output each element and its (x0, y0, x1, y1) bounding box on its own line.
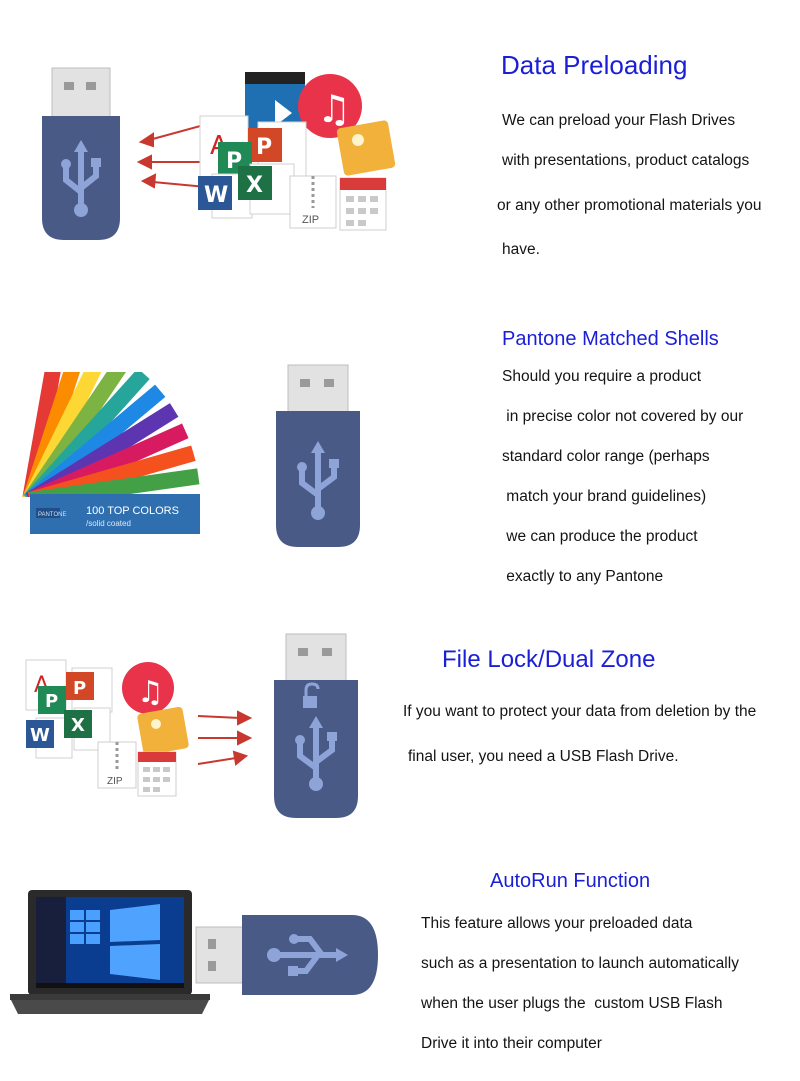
zip-file-icon: ZIP (97, 741, 137, 789)
body-text-line: we can produce the product (502, 528, 698, 545)
svg-text:ZIP: ZIP (302, 214, 319, 226)
body-text-line: We can preload your Flash Drives (502, 112, 736, 129)
body-text-line: match your brand guidelines) (502, 488, 707, 505)
svg-text:P: P (73, 678, 86, 699)
svg-text:W: W (30, 725, 50, 746)
body-text-line: standard color range (perhaps (502, 448, 710, 465)
powerpoint-icon-2: P (38, 686, 66, 714)
section-heading: Data Preloading (501, 50, 688, 80)
svg-text:♫: ♫ (137, 675, 164, 710)
photo-icon (336, 120, 396, 176)
svg-text:PANTONE: PANTONE (38, 512, 66, 518)
body-text-line: have. (502, 241, 540, 258)
lock-icon (303, 682, 320, 708)
body-text-line: Should you require a product (502, 368, 702, 385)
arrows-icon (136, 121, 218, 189)
calendar-icon (339, 177, 387, 231)
pantone-swatch-fan-icon: PANTONE 100 TOP COLORS /solid coated (22, 372, 200, 534)
section-heading: File Lock/Dual Zone (442, 646, 656, 673)
body-text-line: final user, you need a USB Flash Drive. (408, 748, 679, 765)
calendar-icon (137, 751, 177, 797)
svg-text:X: X (246, 173, 263, 198)
music-icon: ♫ (298, 74, 362, 138)
excel-icon: X (238, 163, 295, 215)
body-text-line: Drive it into their computer (421, 1035, 602, 1052)
usb-drive-icon (195, 915, 378, 995)
svg-text:ZIP: ZIP (107, 776, 123, 787)
body-text-line: such as a presentation to launch automat… (421, 955, 739, 972)
svg-text:W: W (204, 183, 228, 208)
svg-text:P: P (256, 135, 272, 160)
arrows-icon (197, 710, 253, 766)
body-text-line: in precise color not covered by our (502, 408, 744, 425)
svg-text:X: X (71, 715, 85, 736)
svg-text:P: P (45, 691, 58, 712)
body-text-line: or any other promotional materials you (497, 197, 762, 214)
body-text-line: with presentations, product catalogs (502, 152, 750, 169)
powerpoint-icon: P (66, 667, 113, 713)
body-text-line: If you want to protect your data from de… (403, 703, 757, 720)
svg-text:/solid coated: /solid coated (86, 519, 131, 528)
zip-file-icon: ZIP (289, 175, 337, 229)
usb-drive-icon (42, 67, 120, 240)
body-text-line: when the user plugs the custom USB Flash (421, 995, 723, 1012)
body-text-line: exactly to any Pantone (502, 568, 664, 585)
photo-icon (137, 706, 189, 756)
file-icons-cluster: ♫ A P P W X (198, 72, 396, 231)
music-icon: ♫ (122, 662, 174, 714)
file-icons-cluster: A P P ♫ W X ZIP (25, 659, 189, 797)
svg-text:♫: ♫ (317, 87, 351, 131)
usb-drive-icon (276, 364, 360, 547)
usb-drive-lock-icon (274, 633, 358, 818)
svg-text:100 TOP COLORS: 100 TOP COLORS (86, 505, 179, 517)
section-heading: Pantone Matched Shells (502, 328, 719, 350)
windows-logo-icon (110, 904, 160, 980)
laptop-icon (10, 890, 210, 1014)
section-heading: AutoRun Function (490, 870, 651, 892)
body-text-line: This feature allows your preloaded data (421, 915, 693, 932)
